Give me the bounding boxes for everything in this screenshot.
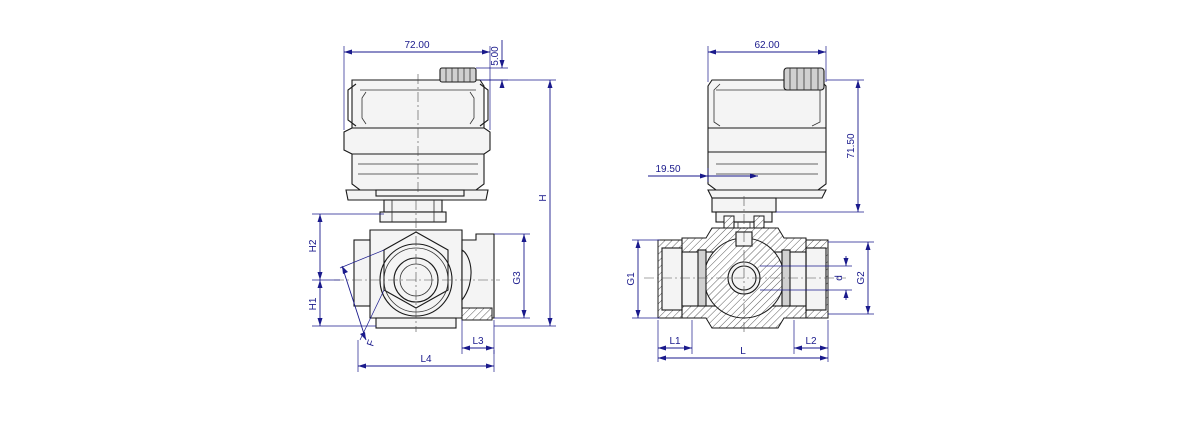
front-width-dimension: 72.00 [404,40,429,51]
section-overall-length-label: L [740,346,746,357]
front-dimensions: 72.00 5.00 H G3 [308,40,556,372]
front-offset-dimension: 5.00 [490,46,501,66]
section-height-dimension: 71.50 [846,133,857,158]
front-overall-length-label: L4 [420,354,432,365]
front-port-length-label: L3 [472,336,484,347]
section-actuator [707,67,827,199]
front-hex-flats-label: F [365,339,377,348]
section-stem-offset-dimension: 19.50 [655,164,680,175]
section-right-port-length-label: L2 [805,336,817,347]
section-bore-label: d [834,275,845,281]
front-lower-height-label: H1 [308,297,319,310]
front-actuator [343,67,491,201]
front-valve-body [353,229,495,329]
section-left-thread-label: G1 [626,272,637,286]
front-port-thread-label: G3 [512,271,523,285]
section-left-port-length-label: L1 [669,336,681,347]
front-overall-height-label: H [538,194,549,201]
section-view: 62.00 71.50 19.50 G1 [626,40,874,362]
front-mounting-neck [379,199,447,223]
section-dimensions: 62.00 71.50 19.50 G1 [626,40,874,362]
section-width-dimension: 62.00 [754,40,779,51]
front-view: 72.00 5.00 H G3 [308,40,556,372]
section-right-thread-label: G2 [856,271,867,285]
front-upper-height-label: H2 [308,239,319,252]
